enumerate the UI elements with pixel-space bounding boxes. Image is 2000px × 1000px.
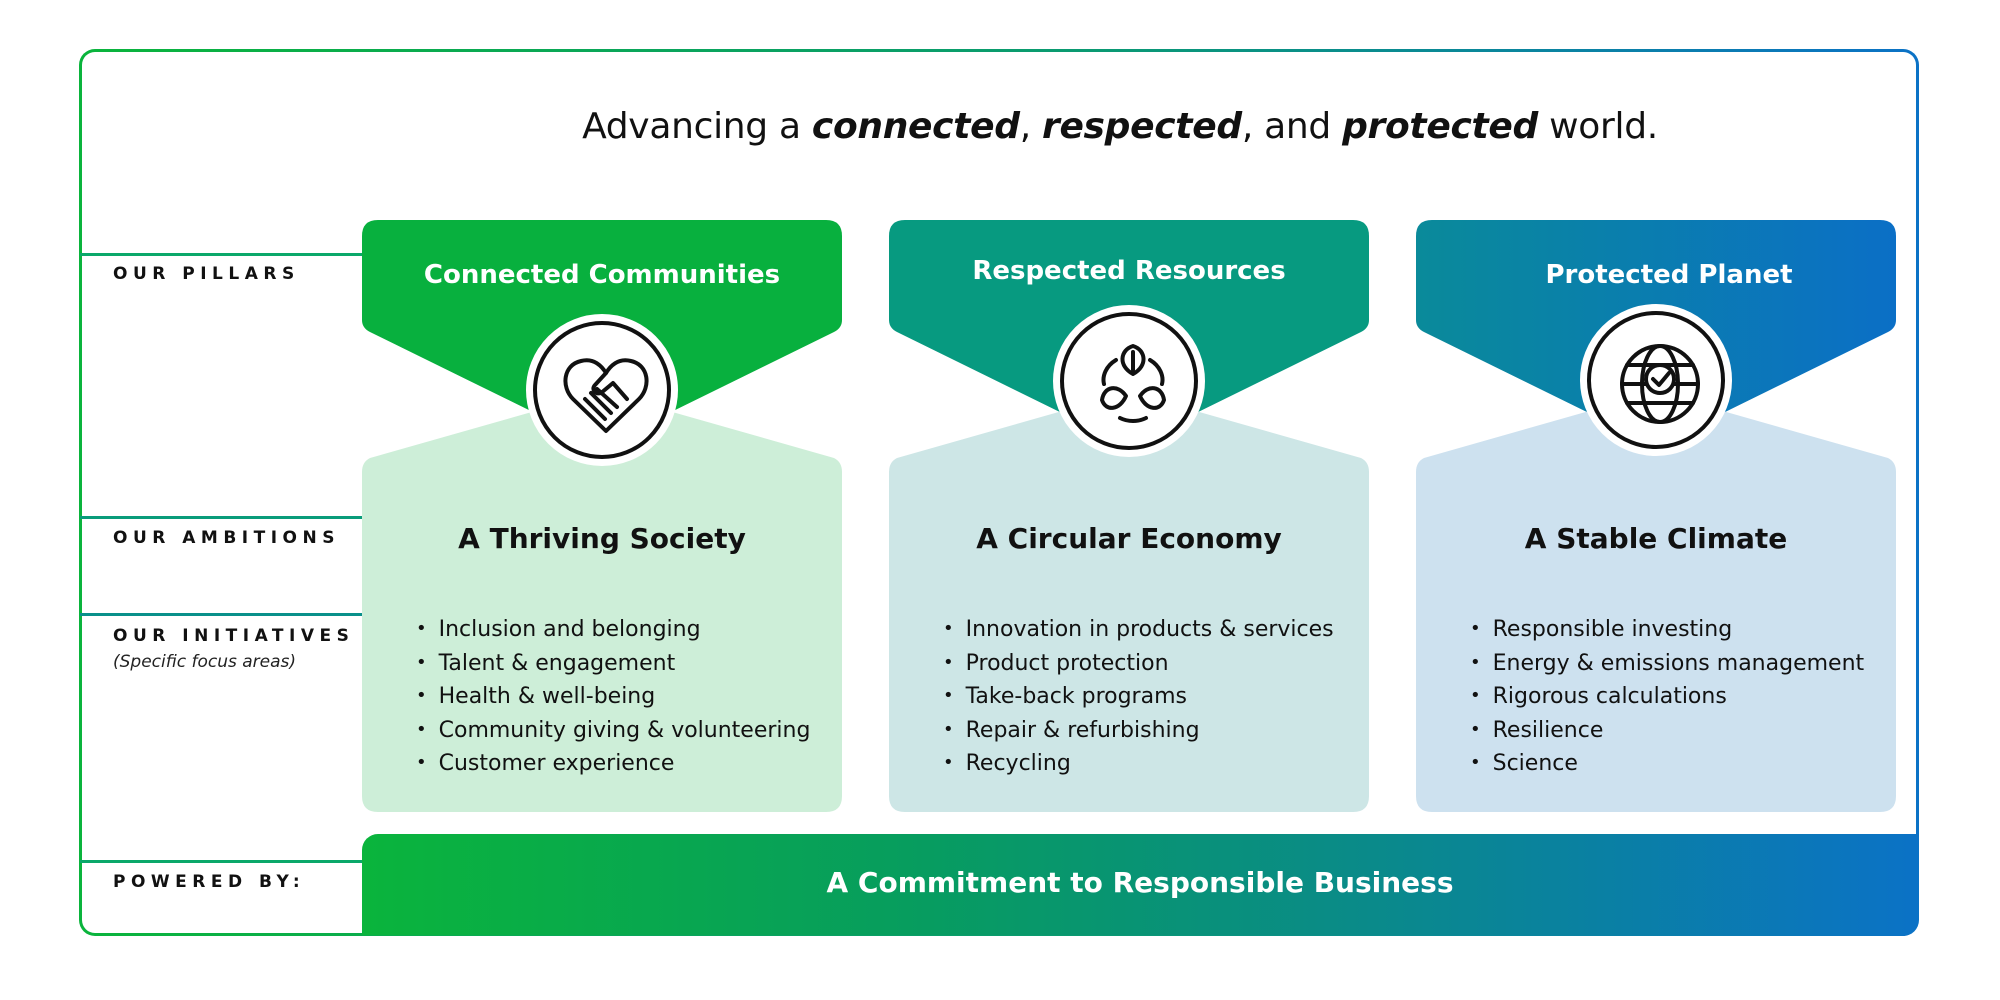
- powered-by-label: POWERED BY:: [113, 872, 306, 892]
- initiative-item: Repair & refurbishing: [943, 715, 1334, 749]
- initiatives-sublabel: (Specific focus areas): [113, 652, 297, 672]
- headline-protected: protected: [1342, 106, 1538, 147]
- initiative-item: Recycling: [943, 748, 1334, 782]
- initiatives-label: OUR INITIATIVES: [113, 626, 355, 646]
- initiative-item: Inclusion and belonging: [416, 614, 810, 648]
- pillar-title: Respected Resources: [972, 256, 1286, 286]
- initiative-item: Take-back programs: [943, 681, 1334, 715]
- initiatives-divider: [80, 613, 362, 616]
- ambitions-divider: [80, 516, 362, 519]
- pillar-column-connected: Connected Communities A Thriving Society…: [362, 220, 842, 812]
- pillars-label: OUR PILLARS: [113, 264, 300, 284]
- initiative-item: Innovation in products & services: [943, 614, 1334, 648]
- pillar-column-respected: Respected Resources A Circular Economy I…: [889, 220, 1369, 812]
- initiatives-list: Innovation in products & services Produc…: [943, 614, 1334, 782]
- ambition-title: A Stable Climate: [1524, 522, 1788, 555]
- initiative-item: Talent & engagement: [416, 648, 810, 682]
- ambition-title: A Circular Economy: [976, 522, 1282, 555]
- initiative-item: Energy & emissions management: [1470, 648, 1865, 682]
- pillars-divider: [80, 253, 362, 256]
- icon-badge: [526, 314, 678, 466]
- initiative-item: Product protection: [943, 648, 1334, 682]
- initiative-item: Rigorous calculations: [1470, 681, 1864, 715]
- headline-connected: connected: [811, 106, 1020, 147]
- initiative-item: Resilience: [1470, 715, 1864, 749]
- initiative-item: Customer experience: [416, 748, 810, 782]
- pillar-title: Connected Communities: [423, 260, 781, 290]
- initiative-item: Science: [1470, 748, 1864, 782]
- icon-badge: [1580, 304, 1732, 456]
- headline: Advancing a connected, respected, and pr…: [582, 106, 1658, 147]
- initiative-item: Health & well-being: [416, 681, 810, 715]
- pillar-title: Protected Planet: [1545, 260, 1793, 290]
- pillar-column-protected: Protected Planet A Stable Climate Respon…: [1416, 220, 1896, 812]
- ambition-title: A Thriving Society: [458, 522, 746, 555]
- icon-badge: [1053, 305, 1205, 457]
- headline-respected: respected: [1041, 106, 1242, 147]
- recycle-leaves-icon: [1100, 344, 1166, 423]
- globe-check-icon: [1620, 344, 1700, 424]
- heart-handshake-icon: [563, 358, 649, 433]
- initiatives-list: Responsible investing Energy & emissions…: [1470, 614, 1865, 782]
- initiative-item: Responsible investing: [1470, 614, 1864, 648]
- ambitions-label: OUR AMBITIONS: [113, 528, 340, 548]
- powered-divider: [80, 860, 362, 863]
- initiative-item: Community giving & volunteering: [416, 715, 811, 749]
- initiatives-list: Inclusion and belonging Talent & engagem…: [416, 614, 811, 782]
- responsible-business-bar: A Commitment to Responsible Business: [362, 834, 1918, 935]
- responsible-business-text: A Commitment to Responsible Business: [826, 866, 1454, 899]
